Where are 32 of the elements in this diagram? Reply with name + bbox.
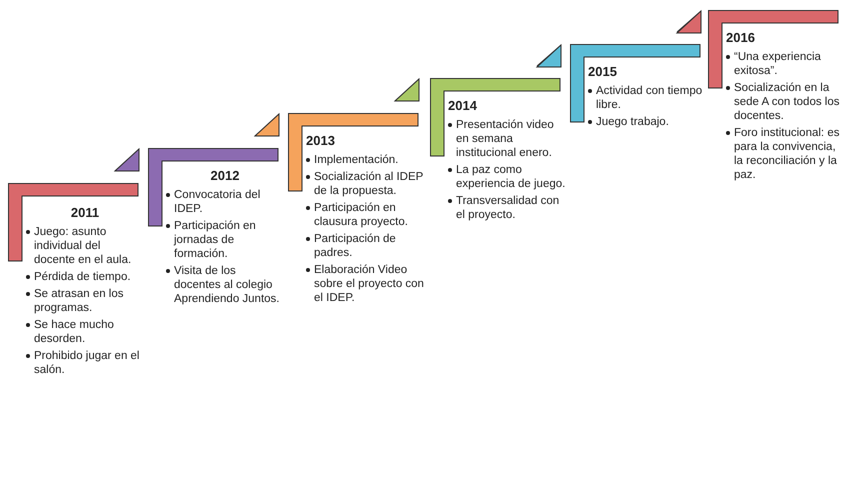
bullet-item: Participación en clausura proyecto. bbox=[314, 202, 408, 228]
bullet-item: La paz como experiencia de juego. bbox=[456, 164, 566, 190]
year-heading: 2015 bbox=[588, 64, 618, 80]
bullet-item: Juego trabajo. bbox=[596, 116, 669, 128]
year-heading: 2014 bbox=[448, 98, 478, 114]
bullet-item: Participación de padres. bbox=[314, 233, 396, 259]
triangle-arrow bbox=[536, 44, 562, 68]
bullet-item: Socialización al IDEP de la propuesta. bbox=[314, 171, 424, 197]
bullet-item: Convocatoria del IDEP. bbox=[174, 189, 260, 215]
bullet-item: Se atrasan en los programas. bbox=[34, 288, 124, 314]
bullet-item: Implementación. bbox=[314, 154, 398, 166]
triangle-arrow bbox=[254, 114, 280, 136]
bullet-item: Visita de los docentes al colegio Aprendiendo Juntos. bbox=[174, 265, 280, 305]
year-heading: 2012 bbox=[210, 168, 240, 184]
bullet-item: Juego: asunto individual del docente en el aula. bbox=[34, 226, 132, 266]
bullet-item: Transversalidad con el proyecto. bbox=[456, 195, 560, 221]
bullet-item: “Una experiencia exitosa”. bbox=[734, 51, 821, 77]
bullet-item: Actividad con tiempo libre. bbox=[596, 85, 702, 111]
triangle-arrow bbox=[676, 10, 702, 34]
year-heading: 2013 bbox=[306, 133, 336, 149]
bullet-item: Elaboración Video sobre el proyecto con el IDEP. bbox=[314, 264, 424, 304]
bullet-item: Prohibido jugar en el salón. bbox=[34, 350, 140, 376]
bullet-item: Socialización en la sede A con todos los docentes. bbox=[734, 82, 840, 122]
year-heading: 2016 bbox=[726, 30, 756, 46]
bullet-item: Participación en jornadas de formación. bbox=[174, 220, 256, 260]
bullet-item: Pérdida de tiempo. bbox=[34, 271, 131, 283]
year-heading: 2011 bbox=[70, 205, 100, 221]
triangle-arrow bbox=[114, 148, 140, 172]
bullet-item: Foro institucional: es para la convivencia, la reconciliación y la paz. bbox=[734, 127, 840, 181]
bullet-item: Presentación video en semana institucional enero. bbox=[456, 119, 554, 159]
triangle-arrow bbox=[394, 78, 420, 102]
bullet-item: Se hace mucho desorden. bbox=[34, 319, 114, 345]
